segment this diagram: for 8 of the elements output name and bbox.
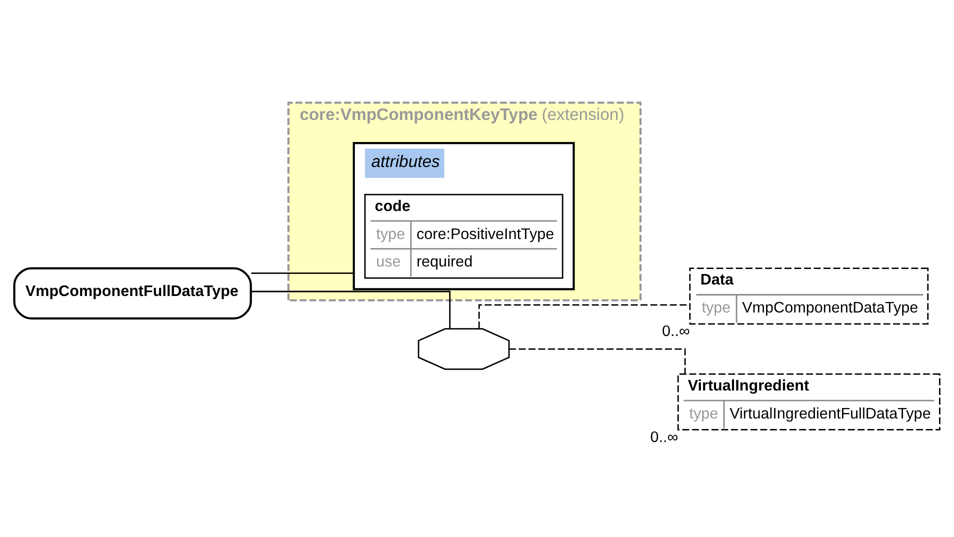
node-box: VmpComponentFullDataType	[13, 266, 252, 319]
node-label: 0..∞	[650, 428, 678, 446]
connector	[509, 348, 686, 374]
node-octagon	[418, 328, 510, 370]
node-label: 0..∞	[662, 322, 690, 340]
connector	[251, 290, 451, 328]
connector	[251, 272, 354, 274]
connector	[478, 304, 690, 328]
